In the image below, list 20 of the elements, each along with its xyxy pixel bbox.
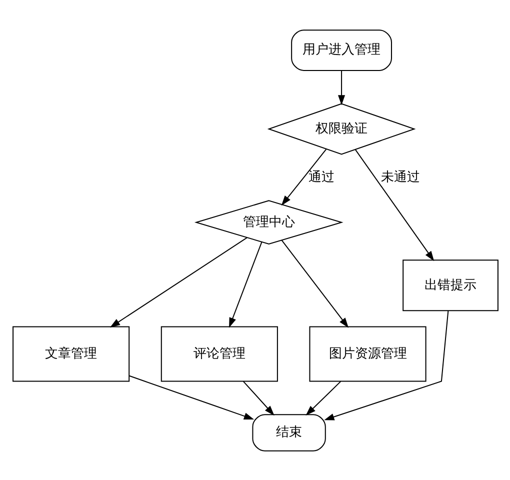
node-diamond: 权限验证 [266, 102, 416, 154]
arrow [324, 310, 448, 420]
node-box: 用户进入管理 [290, 29, 392, 70]
edge-label: 未通过 [380, 169, 420, 184]
arrow [242, 380, 274, 416]
arrow [280, 240, 348, 328]
edge-label: 通过 [308, 169, 334, 184]
arrow [228, 241, 262, 328]
arrow [280, 148, 326, 206]
node-diamond: 管理中心 [194, 200, 343, 244]
node-box: 图片资源管理 [308, 326, 426, 382]
arrow [338, 70, 345, 105]
node-box: 文章管理 [12, 326, 130, 382]
arrow [128, 374, 254, 420]
arrow [109, 236, 247, 328]
node-box: 评论管理 [160, 326, 278, 382]
node-box: 出错提示 [402, 259, 498, 311]
node-box: 结束 [252, 414, 326, 451]
arrow [305, 380, 341, 416]
arrow [354, 148, 434, 261]
